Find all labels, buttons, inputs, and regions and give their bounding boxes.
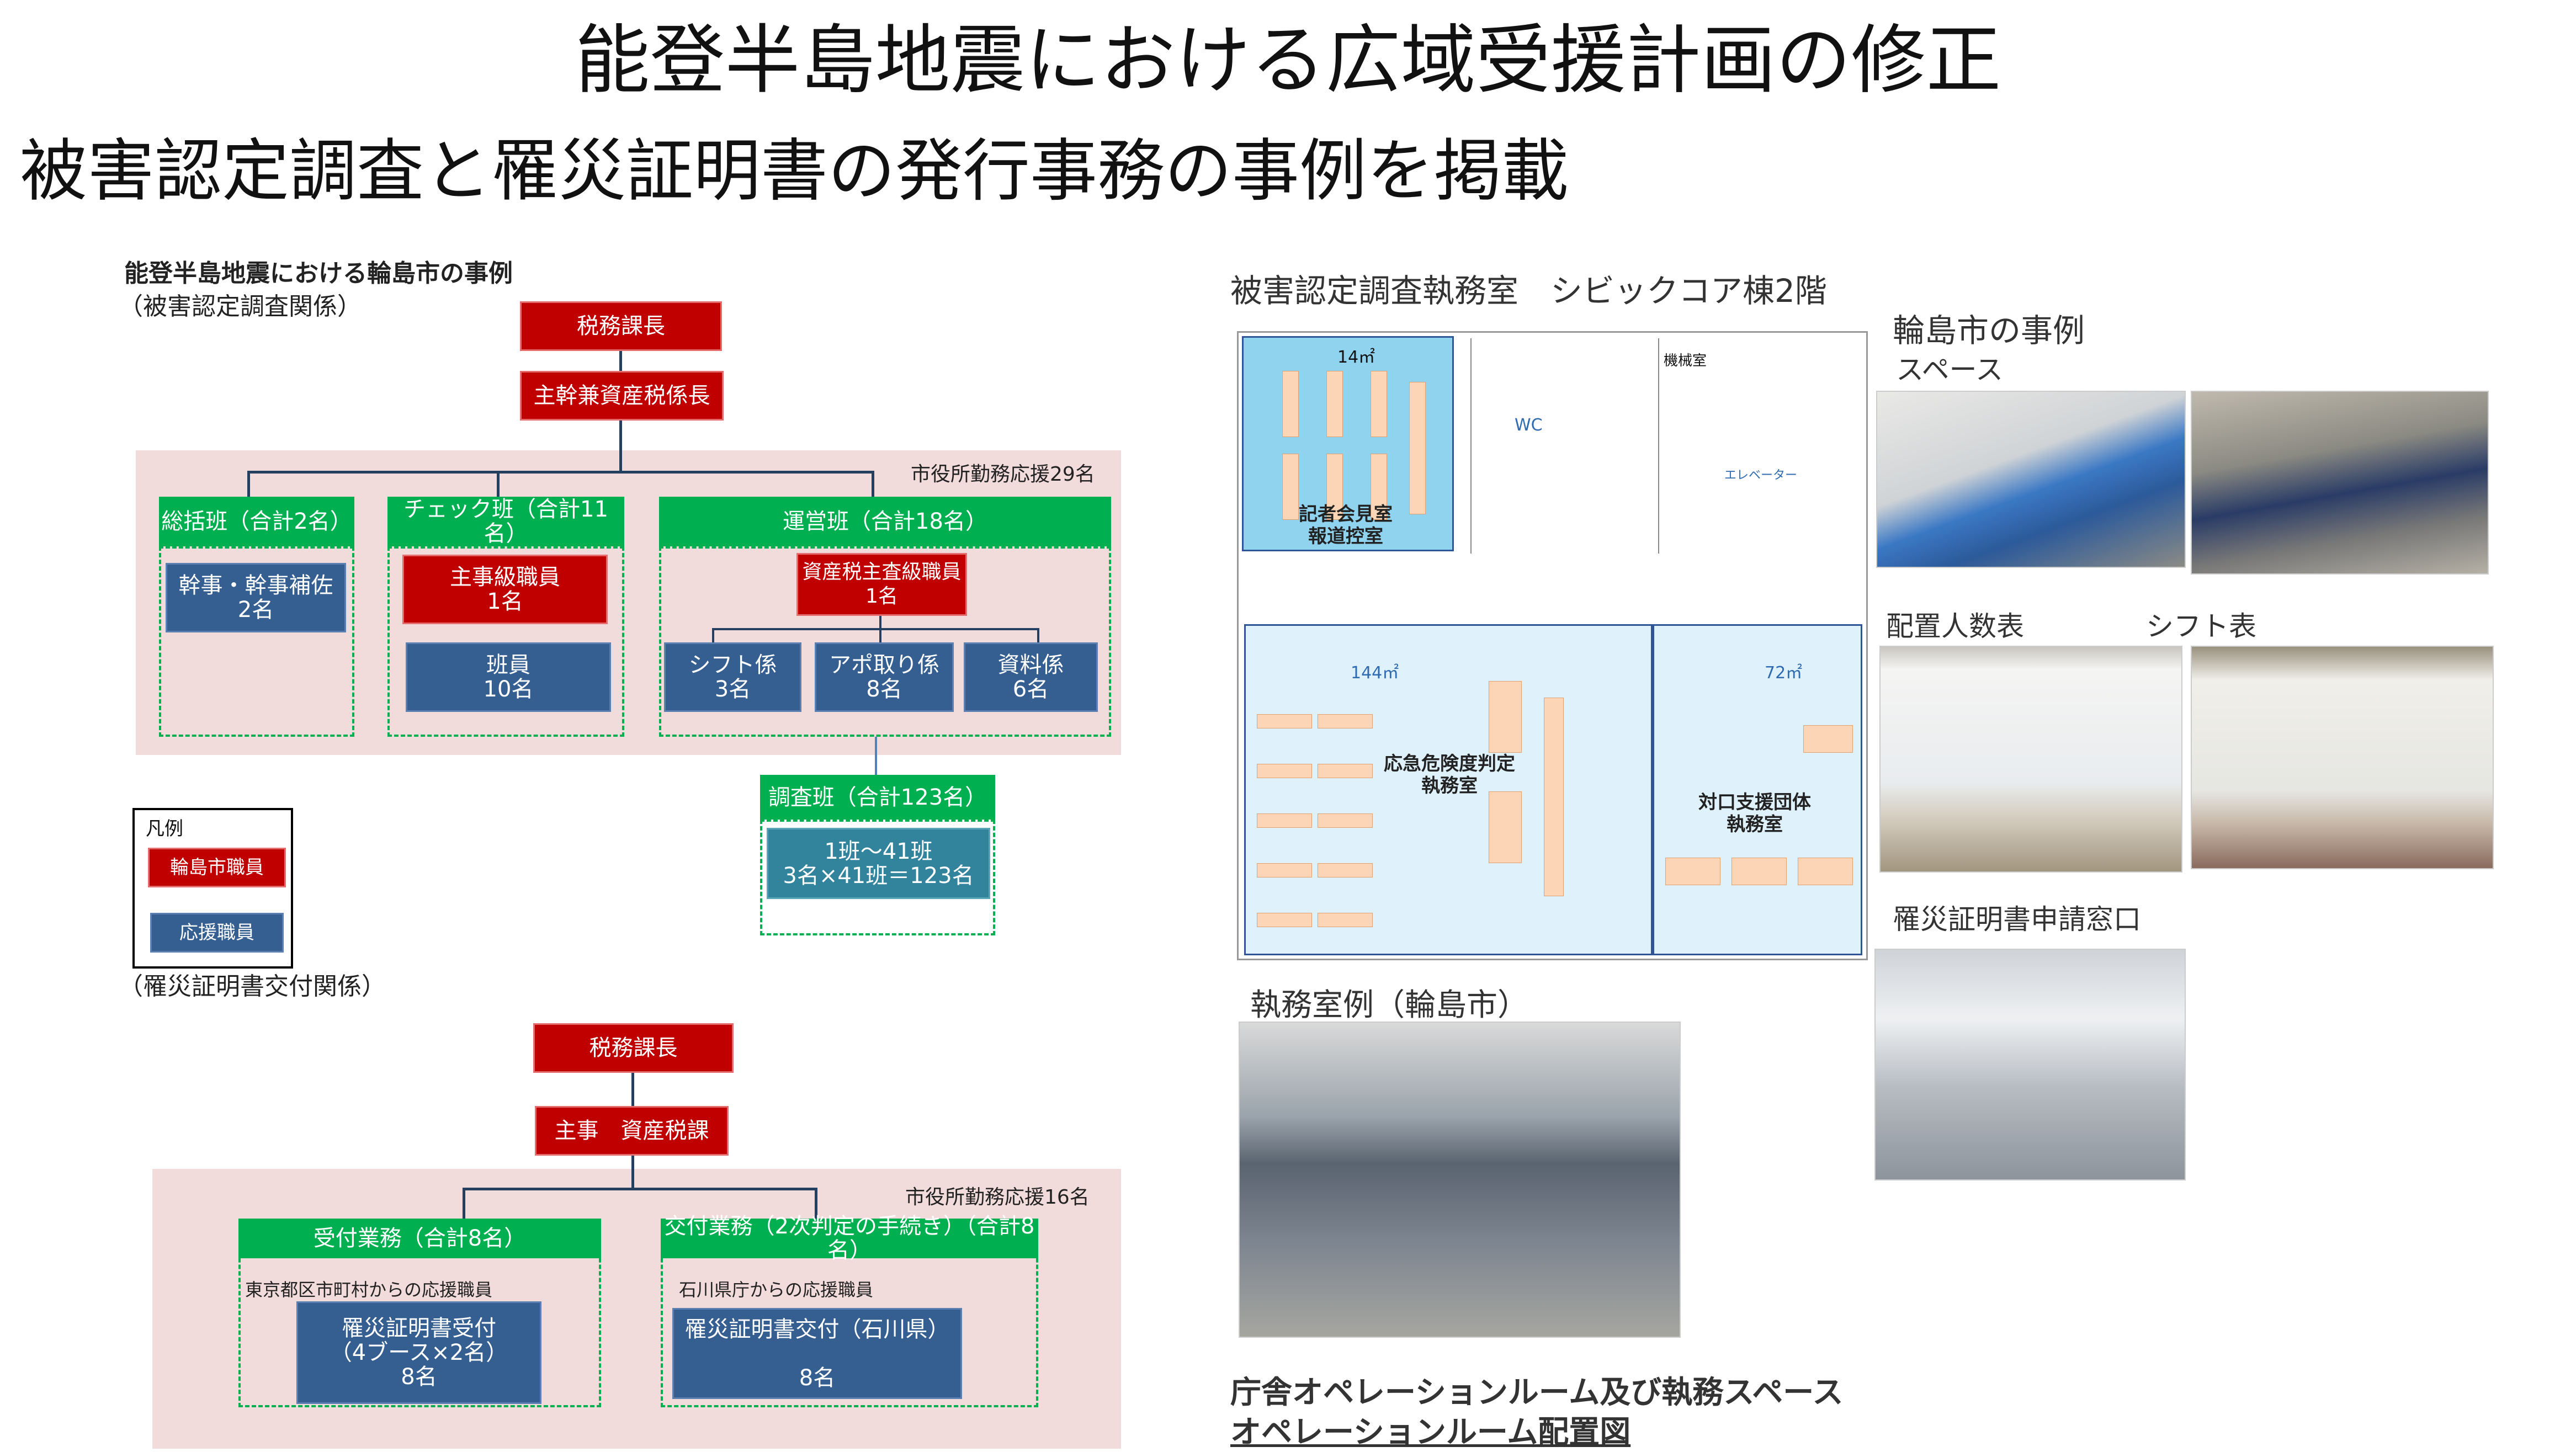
legend-city-staff: 輪島市職員 <box>148 848 286 887</box>
space-photo-2 <box>2191 391 2489 575</box>
support-count-2: 市役所勤務応援16名 <box>905 1186 1090 1209</box>
org2-chief: 税務課長 <box>533 1023 734 1073</box>
member-box: 資産税主査級職員 1名 <box>796 553 967 616</box>
staffing-label: 配置人数表 <box>1886 610 2024 642</box>
team-header-check: チェック班（合計11名） <box>387 497 624 546</box>
connector <box>631 1073 634 1106</box>
area-label: 144㎡ <box>1351 663 1399 683</box>
press-room: 14㎡ 記者会見室 報道控室 <box>1242 336 1454 551</box>
legend-title: 凡例 <box>146 818 183 840</box>
connector <box>463 1188 465 1219</box>
shift-label: シフト表 <box>2146 610 2256 642</box>
team-box <box>760 820 995 935</box>
connector <box>247 471 250 497</box>
member-box: 罹災証明書交付（石川県） 8名 <box>672 1308 962 1399</box>
member-box: 罹災証明書受付 （4ブース×2名） 8名 <box>296 1301 541 1404</box>
office-label: 対口支援団体 執務室 <box>1698 791 1811 836</box>
case-heading: 能登半島地震における輪島市の事例 <box>124 259 513 288</box>
wc-label: WC <box>1515 416 1543 435</box>
space-photo-1 <box>1876 391 2186 568</box>
ops-layout-link[interactable]: オペレーションルーム配置図 <box>1230 1414 1631 1450</box>
window-label: 罹災証明書申請窓口 <box>1893 903 2141 935</box>
elevator-label: エレベーター <box>1724 469 1798 482</box>
connector <box>631 1156 634 1189</box>
press-room-label: 記者会見室 報道控室 <box>1299 503 1393 547</box>
connector <box>619 421 622 472</box>
connector <box>712 628 1039 630</box>
connector <box>872 471 874 497</box>
area-label: 72㎡ <box>1765 663 1803 683</box>
team-header-general: 総括班（合計2名） <box>159 497 354 546</box>
connector <box>1037 628 1039 642</box>
connector <box>619 351 622 371</box>
member-box: 班員 10名 <box>406 642 611 712</box>
connector <box>247 471 874 474</box>
legend-support-staff: 応援職員 <box>150 913 284 953</box>
team-header-issuance: 交付業務（2次判定の手続き）（合計8名） <box>661 1214 1038 1263</box>
member-box: 資料係 6名 <box>964 642 1098 712</box>
shift-board-photo <box>2191 646 2494 869</box>
space-label: スペース <box>1896 354 2003 386</box>
team-note: 東京都区市町村からの応援職員 <box>245 1279 493 1300</box>
org1-deputy: 主幹兼資産税係長 <box>520 371 724 421</box>
machine-room-label: 機械室 <box>1664 353 1707 369</box>
team-box <box>659 546 1111 737</box>
window-photo <box>1874 949 2186 1180</box>
floor-plan-title: 被害認定調査執務室 シビックコア棟2階 <box>1230 272 1827 310</box>
area-label: 14㎡ <box>1337 348 1375 367</box>
member-box: シフト係 3名 <box>664 642 801 712</box>
floor-plan: 14㎡ 記者会見室 報道控室 WC 機械室 エレベーター 144㎡ 応急危険度判… <box>1237 331 1868 960</box>
team-header-operations: 運営班（合計18名） <box>659 497 1111 546</box>
member-box: 1班～41班 3名×41班＝123名 <box>767 828 990 899</box>
section-damage-survey: （被害認定調査関係） <box>119 292 362 321</box>
connector <box>497 471 500 497</box>
connector <box>875 737 877 775</box>
connector <box>463 1188 817 1190</box>
team-box <box>159 546 354 737</box>
staffing-board-photo <box>1879 646 2182 873</box>
section-certificate: （罹災証明書交付関係） <box>119 972 386 1001</box>
office-photo <box>1239 1022 1681 1338</box>
team-note: 石川県庁からの応援職員 <box>679 1279 874 1300</box>
office-label: 応急危険度判定 執務室 <box>1384 753 1515 797</box>
support-office: 72㎡ 対口支援団体 執務室 <box>1653 624 1862 955</box>
slide-title: 能登半島地震における広域受援計画の修正 <box>575 17 2001 104</box>
office-photo-caption: 執務室例（輪島市） <box>1250 987 1528 1023</box>
connector <box>712 628 714 642</box>
org2-deputy: 主事 資産税課 <box>535 1106 729 1156</box>
team-box <box>387 546 624 737</box>
case-title: 輪島市の事例 <box>1893 312 2085 349</box>
org1-chief: 税務課長 <box>520 301 722 351</box>
legend: 凡例 輪島市職員 応援職員 <box>132 808 293 969</box>
ops-caption: 庁舎オペレーションルーム及び執務スペース <box>1230 1375 1844 1411</box>
slide-subtitle: 被害認定調査と罹災証明書の発行事務の事例を掲載 <box>20 132 1569 210</box>
team-header-reception: 受付業務（合計8名） <box>238 1219 601 1258</box>
member-box: 主事級職員 1名 <box>402 555 608 624</box>
connector <box>815 1188 817 1219</box>
team-header-survey: 調査班（合計123名） <box>760 775 995 820</box>
operations-room: 144㎡ 応急危険度判定 執務室 <box>1244 624 1653 955</box>
member-box: 幹事・幹事補佐 2名 <box>166 563 346 632</box>
member-box: アポ取り係 8名 <box>815 642 954 712</box>
support-count-1: 市役所勤務応援29名 <box>911 463 1095 486</box>
